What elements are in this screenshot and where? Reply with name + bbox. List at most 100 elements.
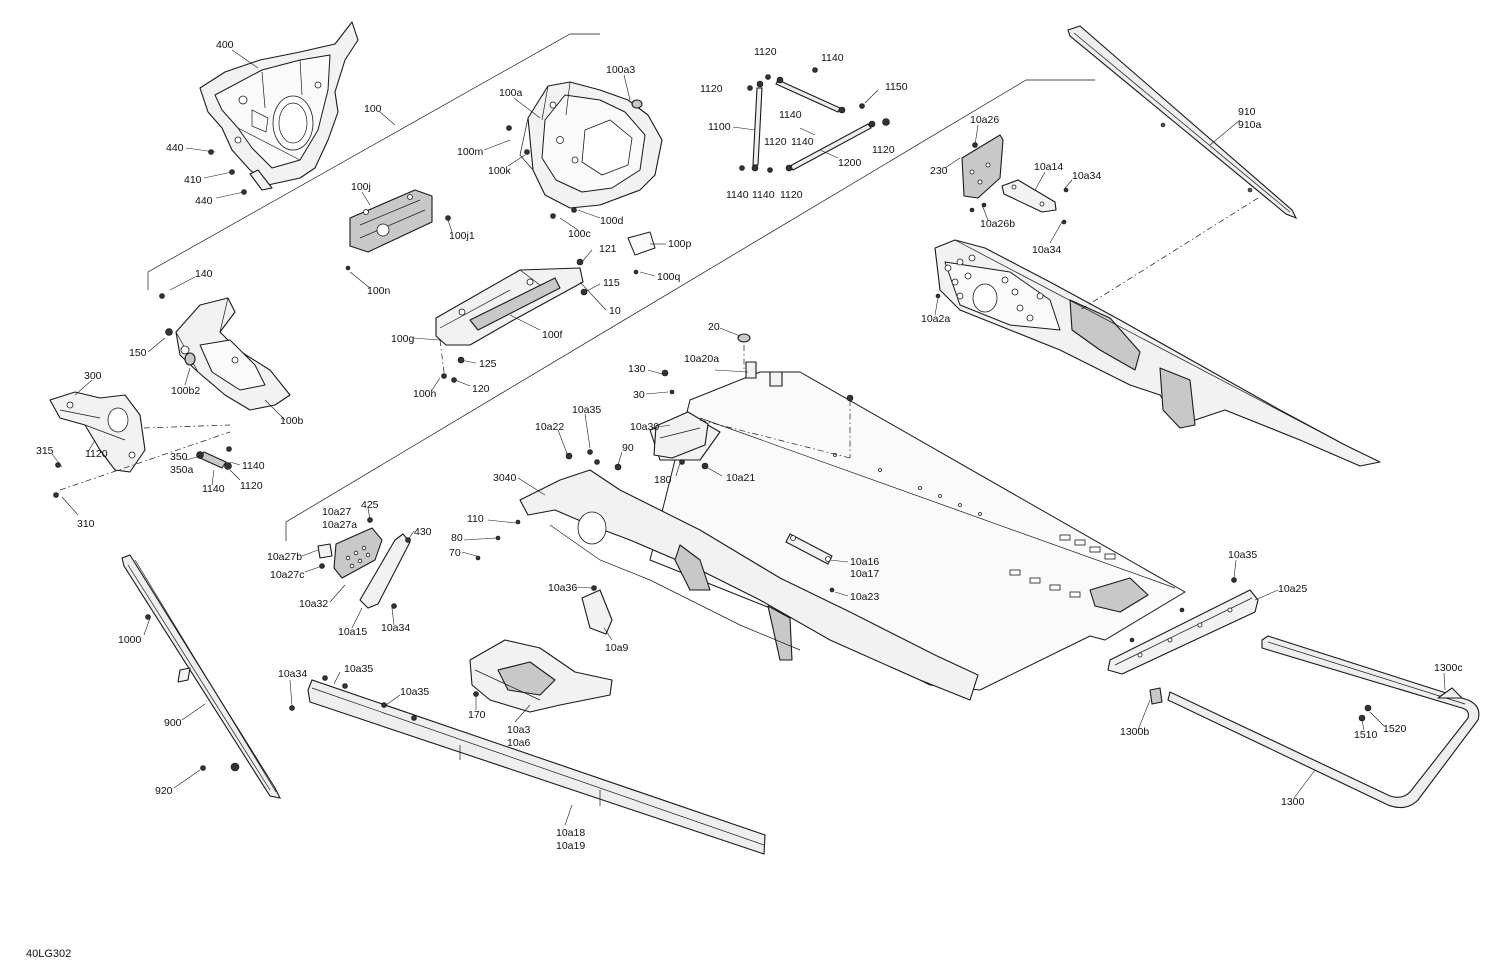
callout-10a25: 10a25 [1278,583,1307,595]
group-bracket-lines [147,33,1095,541]
part-910-rail [1067,25,1298,220]
callout-910: 910 [1238,106,1256,118]
callout-10a19: 10a19 [556,840,585,852]
callout-1510: 1510 [1354,729,1378,741]
callout-1140: 1140 [242,460,265,472]
steering-rods [739,67,890,173]
callout-10a34: 10a34 [1072,170,1101,182]
callout-110: 110 [467,513,484,525]
callout-1140: 1140 [752,189,775,201]
part-10a9-plate [581,589,613,635]
callout-10a32: 10a32 [299,598,328,610]
callout-1140: 1140 [779,109,802,121]
part-300-bracket [49,391,146,473]
callout-10a23: 10a23 [850,591,879,603]
callout-315: 315 [36,445,54,457]
callout-10a34: 10a34 [278,668,307,680]
callout-10a27a: 10a27a [322,519,357,531]
part-100b-support [165,297,291,411]
callout-350: 350 [170,451,188,463]
callout-10a20a: 10a20a [684,353,719,365]
callout-1150: 1150 [885,81,908,93]
callout-100a: 100a [499,87,523,99]
callout-1140: 1140 [821,52,844,64]
part-10a18-strip [307,679,766,855]
callout-10a9: 10a9 [605,642,629,654]
callout-10a34: 10a34 [1032,244,1061,256]
callout-900: 900 [164,717,182,729]
callout-10a27b: 10a27b [267,551,302,563]
callout-1120: 1120 [754,46,777,58]
callout-1120: 1120 [85,448,108,460]
callout-1300b: 1300b [1120,726,1149,738]
callout-100q: 100q [657,271,681,283]
callout-1140: 1140 [726,189,749,201]
callout-425: 425 [361,499,379,511]
callout-10a27c: 10a27c [270,569,304,581]
callout-10a17: 10a17 [850,568,879,580]
callout-170: 170 [468,709,486,721]
callout-3040: 3040 [493,472,517,484]
callout-125: 125 [479,358,497,370]
callout-115: 115 [603,277,620,289]
callout-230: 230 [930,165,948,177]
callout-1120: 1120 [872,144,895,156]
callout-100b2: 100b2 [171,385,200,397]
callout-100h: 100h [413,388,437,400]
callout-1120: 1120 [780,189,803,201]
callout-100f: 100f [542,329,563,341]
callout-10a35: 10a35 [344,663,373,675]
callout-440: 440 [166,142,184,154]
part-900-rail [121,554,281,799]
callout-100g: 100g [391,333,415,345]
callout-90: 90 [622,442,634,454]
callout-300: 300 [84,370,102,382]
callout-100k: 100k [488,165,512,177]
callout-150: 150 [129,347,147,359]
callout-10a35: 10a35 [400,686,429,698]
callout-1200: 1200 [838,157,862,169]
callout-120: 120 [472,383,490,395]
fasteners [53,125,1237,771]
callout-410: 410 [184,174,202,186]
callout-10a26b: 10a26b [980,218,1015,230]
callout-10a34: 10a34 [381,622,410,634]
callout-1140: 1140 [202,483,225,495]
callout-10: 10 [609,305,621,317]
callout-920: 920 [155,785,173,797]
part-10a3-footrest [469,639,613,713]
callout-10a2a: 10a2a [921,313,950,325]
callout-10a3: 10a3 [507,724,531,736]
callout-10a35: 10a35 [1228,549,1257,561]
callout-100d: 100d [600,215,624,227]
callout-1000: 1000 [118,634,142,646]
callout-10a14: 10a14 [1034,161,1063,173]
callout-1120: 1120 [240,480,263,492]
callout-1520: 1520 [1383,723,1407,735]
callout-350a: 350a [170,464,194,476]
callout-10a15: 10a15 [338,626,367,638]
callout-10a27: 10a27 [322,506,351,518]
callout-100p: 100p [668,238,692,250]
callout-10a18: 10a18 [556,827,585,839]
callout-400: 400 [216,39,234,51]
callout-10a30: 10a30 [630,421,659,433]
callout-100m: 100m [457,146,484,158]
leader-lines [51,49,1446,826]
callout-100a3: 100a3 [606,64,635,76]
part-10a25-rail [1107,589,1259,675]
callout-100j1: 100j1 [449,230,475,242]
part-100j-plate [349,189,433,253]
part-rear-side-frame [934,239,1381,467]
callout-1300c: 1300c [1434,662,1463,674]
callout-121: 121 [599,243,617,255]
callout-100c: 100c [568,228,591,240]
callout-440: 440 [195,195,213,207]
part-10a26-bracket [961,134,1057,213]
callout-310: 310 [77,518,95,530]
part-100f-crossmember [435,231,656,346]
callout-100j: 100j [351,181,371,193]
callout-1140: 1140 [791,136,814,148]
